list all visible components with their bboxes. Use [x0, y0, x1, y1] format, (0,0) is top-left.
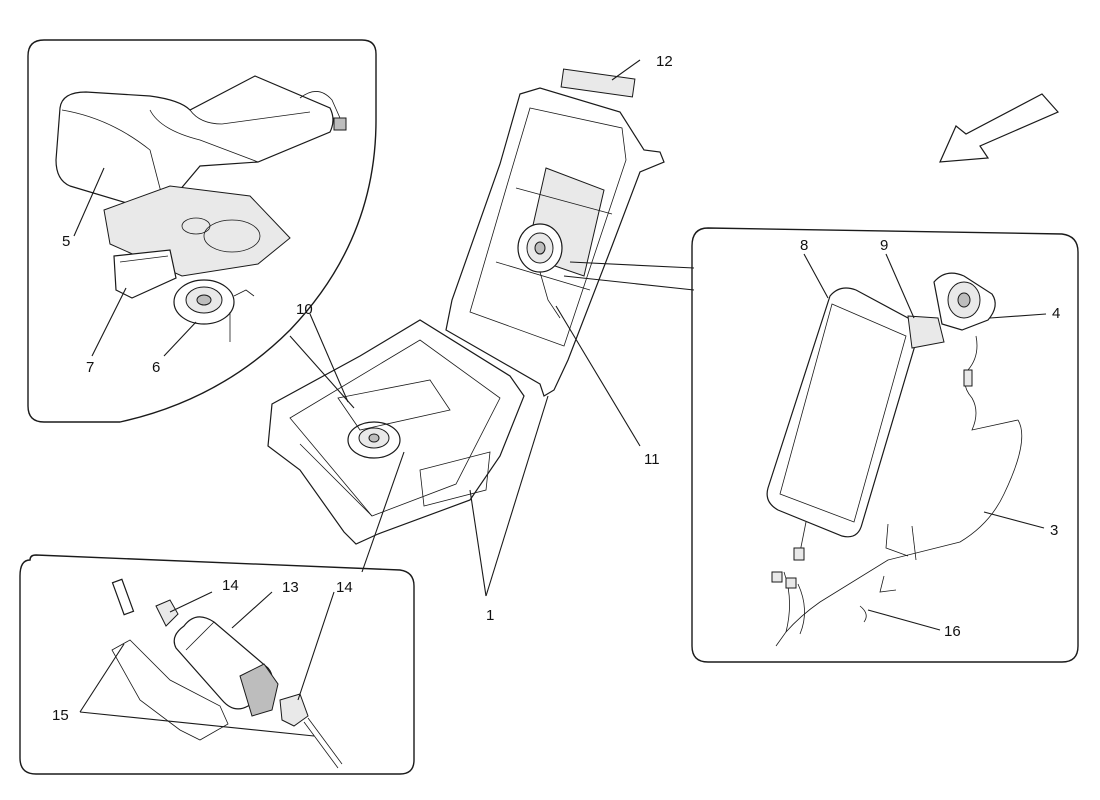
callout-9: 9 — [880, 237, 888, 254]
callout-6: 6 — [152, 359, 160, 376]
callout-10: 10 — [296, 301, 313, 318]
callout-5: 5 — [62, 233, 70, 250]
seat-motor-assembly — [111, 578, 343, 769]
backrest-panel-assembly — [766, 272, 1023, 647]
callout-1: 1 — [486, 607, 494, 624]
callout-15: 15 — [52, 707, 69, 724]
callout-8: 8 — [800, 237, 808, 254]
callout-3: 3 — [1050, 522, 1058, 539]
callout-12: 12 — [656, 53, 673, 70]
callout-4: 4 — [1052, 305, 1060, 322]
callout-16: 16 — [944, 623, 961, 640]
seat-cushion-assembly — [55, 75, 347, 342]
seat-frame-assembly — [267, 68, 665, 545]
callout-14-left: 14 — [222, 577, 239, 594]
direction-arrow-icon — [939, 93, 1059, 163]
callout-13: 13 — [282, 579, 299, 596]
callout-7: 7 — [86, 359, 94, 376]
callout-14-right: 14 — [336, 579, 353, 596]
callout-11: 11 — [644, 451, 660, 468]
